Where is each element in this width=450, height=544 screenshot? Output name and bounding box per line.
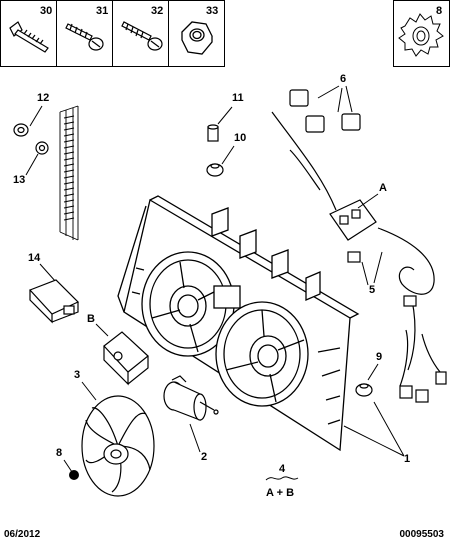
callout-3: 3 [74, 369, 80, 381]
box-33 [168, 0, 225, 67]
callout-B: B [87, 313, 95, 325]
header-strip [0, 0, 450, 67]
callout-14: 14 [28, 252, 41, 264]
leader-14 [39, 263, 57, 283]
leader-1 [343, 401, 405, 457]
leader-9 [367, 363, 379, 381]
ref-30: 30 [40, 5, 52, 17]
callout-8: 8 [56, 447, 62, 459]
callout-A: A [379, 182, 387, 194]
callout-10: 10 [234, 132, 246, 144]
bolt-icon [9, 21, 49, 53]
leader-3 [81, 381, 97, 401]
callout-13: 13 [13, 174, 25, 186]
leader-2 [189, 423, 201, 453]
nut-marker-icon [69, 470, 79, 480]
callout-11: 11 [232, 92, 244, 104]
fan-shroud [117, 195, 360, 452]
fan-motor-icon [163, 375, 219, 421]
wiring-harness [271, 111, 441, 387]
callout-9: 9 [376, 351, 382, 363]
ref-31: 31 [96, 5, 108, 17]
control-module-icon [28, 279, 80, 324]
spacer-icon [207, 124, 219, 142]
callout-5: 5 [369, 284, 375, 296]
leader-10 [221, 145, 235, 165]
tilde-mark [265, 476, 299, 481]
leader-13 [25, 153, 39, 176]
relay-icon [289, 89, 361, 133]
leader-12 [29, 105, 43, 127]
bush-icon [35, 141, 49, 155]
mount-rubber-icon [206, 163, 224, 177]
screw-icon [65, 23, 104, 51]
callout-6: 6 [340, 73, 346, 85]
callout-12: 12 [37, 92, 49, 104]
leader-6 [317, 85, 353, 113]
ref-corner-8: 8 [436, 5, 442, 17]
serrated-washer-icon [398, 13, 444, 57]
mount-rubber-lower-icon [355, 383, 373, 397]
callout-2: 2 [201, 451, 207, 463]
leader-B [95, 323, 109, 337]
radiator-edge [59, 105, 79, 241]
leader-11 [217, 106, 233, 125]
ref-33: 33 [206, 5, 218, 17]
grommet-icon [13, 123, 29, 137]
resistor-block-icon [103, 331, 149, 386]
screw-long-icon [121, 21, 163, 51]
connector-icon [329, 199, 447, 403]
leader-8 [63, 459, 73, 473]
callout-1: 1 [404, 453, 410, 465]
callout-4: 4 [279, 463, 286, 475]
ref-32: 32 [151, 5, 163, 17]
fan-blade-icon [81, 395, 155, 497]
footer-date: 06/2012 [4, 529, 41, 540]
assembly-note: A + B [266, 487, 294, 499]
leader-5 [361, 251, 383, 286]
leader-A [357, 193, 379, 209]
hex-nut-icon [181, 21, 213, 55]
footer-code: 00095503 [399, 529, 445, 540]
